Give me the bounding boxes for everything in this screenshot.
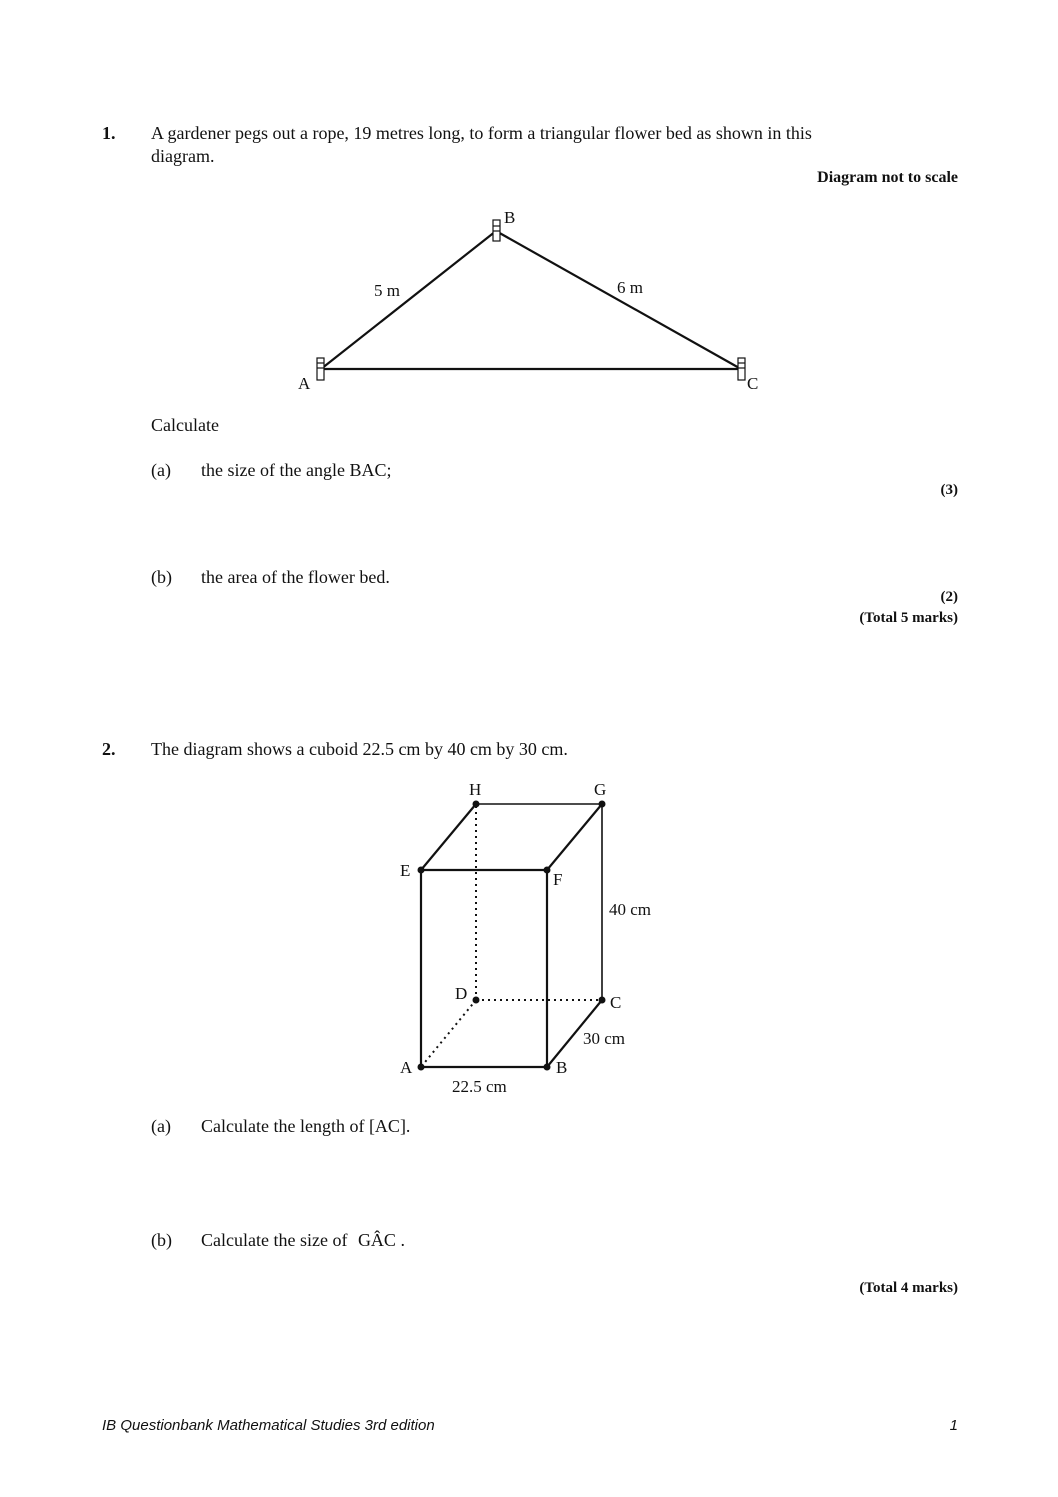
vertex-point-b — [543, 1063, 551, 1071]
q2-total-marks: (Total 4 marks) — [859, 1280, 958, 1296]
vertex-point-d — [472, 996, 480, 1004]
cuboid-label-a: A — [400, 1058, 413, 1077]
q1-part-a-label: (a) — [151, 460, 171, 480]
q1-total-marks: (Total 5 marks) — [859, 610, 958, 626]
question-2-number: 2. — [102, 739, 116, 759]
cuboid-label-g: G — [594, 780, 607, 799]
cuboid-diagram — [417, 800, 606, 1071]
rope-ab — [320, 230, 497, 370]
hidden-edge-da — [420, 999, 477, 1068]
question-1-text-line2: diagram. — [151, 146, 215, 166]
side-label-ab: 5 m — [374, 281, 400, 300]
vertex-point-c — [598, 996, 606, 1004]
cuboid-label-f: F — [553, 870, 563, 889]
cuboid-label-b: B — [556, 1058, 568, 1077]
vertex-label-c: C — [747, 374, 759, 393]
footer-source: IB Questionbank Mathematical Studies 3rd… — [102, 1417, 435, 1434]
question-2-text: The diagram shows a cuboid 22.5 cm by 40… — [151, 739, 568, 759]
question-1-prompt: Calculate — [151, 415, 219, 435]
q1-part-b-text: the area of the flower bed. — [201, 567, 390, 587]
cuboid-label-e: E — [400, 861, 411, 880]
cuboid-label-h: H — [469, 780, 482, 799]
q2-part-b-text-after: . — [395, 1230, 405, 1250]
vertex-point-e — [417, 866, 425, 874]
cuboid-width-label: 22.5 cm — [452, 1077, 507, 1096]
question-1-number: 1. — [102, 123, 116, 143]
q2-part-b-angle: GÂC — [357, 1230, 396, 1250]
q2-part-a-label: (a) — [151, 1116, 171, 1136]
q1-part-b-marks: (2) — [940, 589, 959, 605]
peg-a — [316, 357, 325, 381]
q2-part-a-text: Calculate the length of [AC]. — [201, 1116, 411, 1136]
rope-bc — [495, 230, 742, 370]
footer-page-number: 1 — [949, 1417, 958, 1434]
vertex-point-h — [472, 800, 480, 808]
triangle-diagram — [316, 219, 746, 381]
cuboid-label-c: C — [610, 993, 622, 1012]
diagram-scale-note: Diagram not to scale — [817, 169, 958, 186]
question-1-text-line1: A gardener pegs out a rope, 19 metres lo… — [151, 123, 812, 143]
vertex-point-a — [417, 1063, 425, 1071]
vertex-point-g — [598, 800, 606, 808]
peg-c — [737, 357, 746, 381]
q1-part-b-label: (b) — [151, 567, 172, 587]
cuboid-depth-label: 30 cm — [583, 1029, 626, 1048]
q1-part-a-text: the size of the angle BAC; — [201, 460, 392, 480]
q1-part-a-marks: (3) — [940, 482, 959, 498]
vertex-label-b: B — [504, 208, 516, 227]
vertex-label-a: A — [298, 374, 311, 393]
cuboid-height-label: 40 cm — [609, 900, 652, 919]
q2-part-b-label: (b) — [151, 1230, 172, 1250]
peg-b — [492, 219, 501, 242]
cuboid-label-d: D — [455, 984, 468, 1003]
q2-part-b-text: Calculate the size of GÂC . — [201, 1230, 405, 1251]
side-label-bc: 6 m — [617, 278, 643, 297]
q2-part-b-text-before: Calculate the size of — [201, 1230, 352, 1250]
vertex-point-f — [543, 866, 551, 874]
